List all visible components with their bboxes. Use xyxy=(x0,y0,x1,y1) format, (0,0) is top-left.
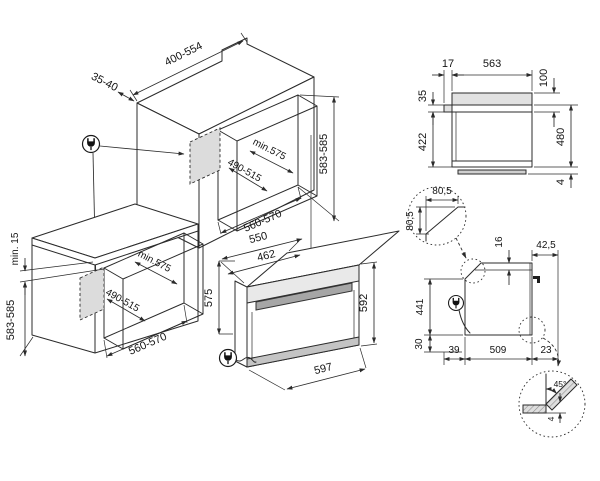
dim-oven-depth: 550 xyxy=(248,230,269,246)
dim-right-offset: 23 xyxy=(540,345,552,356)
cable-clamp xyxy=(533,276,540,283)
dim-rear-height-441: 441 xyxy=(415,298,426,315)
dim-side-depth: 563 xyxy=(483,58,501,70)
dim-top-flange: 16 xyxy=(494,236,505,248)
dim-handle-offset: 17 xyxy=(442,58,454,70)
base-cabinet-view: min. 15 583-585 min.575 490-515 560-570 xyxy=(5,203,204,359)
dim-base-niche-height: 583-585 xyxy=(5,300,17,340)
dim-handle-height: 35 xyxy=(417,90,429,102)
dim-oven-body-height: 575 xyxy=(203,289,215,307)
dim-door-height: 422 xyxy=(417,133,429,151)
dim-oven-inner-depth: 462 xyxy=(256,248,277,264)
dim-plinth-angle: 45° xyxy=(554,379,567,389)
corner-detail-view: 80,5 80,5 xyxy=(405,186,467,259)
dim-rear-width: 509 xyxy=(490,345,507,356)
side-view: 17 563 100 35 422 480 4 xyxy=(417,58,578,188)
dim-left-offset: 39 xyxy=(448,345,460,356)
dim-top-section: 100 xyxy=(538,69,550,87)
dim-oven-front-height: 592 xyxy=(358,294,370,312)
dim-chamfer-height: 80,5 xyxy=(405,211,416,231)
plug-icon xyxy=(218,348,238,368)
rear-view: 16 42,5 441 30 39 509 23 xyxy=(414,236,562,367)
tall-cabinet-socket-zone xyxy=(189,127,221,185)
side-handle xyxy=(443,104,453,113)
oven-isometric-view: 550 462 575 592 597 xyxy=(203,230,400,391)
dim-rear-height: 480 xyxy=(555,128,567,146)
base-cabinet-socket-zone xyxy=(79,266,105,321)
oven-handle xyxy=(255,282,353,311)
dim-worktop-gap: min. 15 xyxy=(10,232,21,265)
dim-base-height: 30 xyxy=(414,338,425,350)
dim-bottom-gap: 4 xyxy=(555,179,567,185)
dim-front-frame: 35-40 xyxy=(89,71,120,94)
plug-icon xyxy=(81,134,101,154)
plinth-detail-view: 45° 4 xyxy=(518,370,586,438)
dim-chamfer-width: 80,5 xyxy=(432,186,452,197)
dim-oven-width: 597 xyxy=(313,361,334,377)
dim-plinth-gap: 4 xyxy=(546,416,556,421)
dim-base-socket-zone: 490-515 xyxy=(103,287,141,315)
dim-top-depth: 400-554 xyxy=(163,40,204,69)
dim-base-niche-width: 560-570 xyxy=(127,331,169,358)
plug-icon xyxy=(447,294,465,312)
dim-niche-height: 583-585 xyxy=(318,134,330,174)
dim-clamp-offset: 42,5 xyxy=(536,240,556,251)
